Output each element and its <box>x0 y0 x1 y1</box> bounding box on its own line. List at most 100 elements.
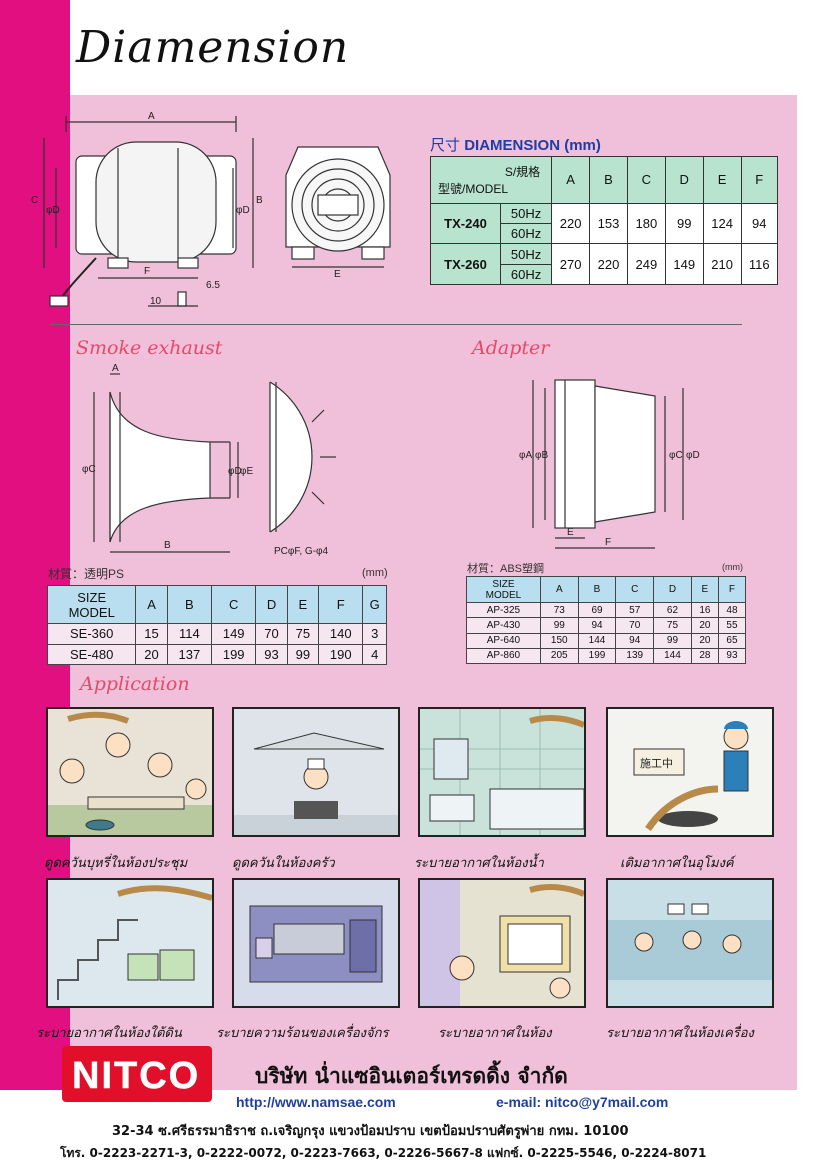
dimension-cell: 99 <box>664 202 704 245</box>
adapter-cell: 48 <box>717 601 747 619</box>
smoke-table: SIZE MODEL A B C D E F G SE-360 15 114 1… <box>46 585 387 665</box>
adapter-cell: 70 <box>615 617 655 634</box>
label-d: φD <box>46 205 60 216</box>
dimension-col-c: C <box>626 156 666 204</box>
smoke-col: D <box>255 585 288 624</box>
email-link[interactable]: e-mail: nitco@y7mail.com <box>496 1094 669 1110</box>
adapter-model: AP-325 <box>466 601 541 619</box>
adapter-cell: 199 <box>577 647 617 665</box>
adapter-label-f: F <box>605 537 611 548</box>
section-divider <box>50 324 742 325</box>
tunnel-illustration: 施工中 <box>633 721 749 832</box>
adapter-cell: 150 <box>539 632 579 649</box>
adapter-cell: 75 <box>653 617 692 634</box>
fan-side-view-drawing: A C φD φD B F 6.5 10 <box>31 111 263 307</box>
adapter-col: B <box>577 576 617 603</box>
table-row: AP-325 73 69 57 62 16 48 <box>466 601 747 619</box>
adapter-material: 材質：ABS塑鋼 <box>467 563 545 575</box>
dimension-hz-tx240-50: 50Hz <box>499 202 553 225</box>
adapter-cell: 144 <box>653 647 692 665</box>
adapter-header-size: SIZE <box>492 578 515 590</box>
smoke-label-c: φC <box>82 464 96 475</box>
illustration-meeting-room <box>46 707 214 837</box>
dimension-title-en: DIAMENSION (mm) <box>464 137 601 154</box>
smoke-col: C <box>211 585 257 624</box>
dimension-table: S/規格 型號/MODEL A B C D E F TX-240 50Hz 22… <box>429 156 779 286</box>
adapter-label-e: E <box>567 527 574 538</box>
table-row: SE-480 20 137 199 93 99 190 4 <box>46 643 387 665</box>
label-e: E <box>334 269 341 280</box>
smoke-label-b: B <box>164 540 171 551</box>
table-row: AP-430 99 94 70 75 20 55 <box>466 617 747 634</box>
adapter-model: AP-430 <box>466 617 541 634</box>
adapter-unit: (mm) <box>722 562 743 572</box>
adapter-cell: 99 <box>653 632 692 649</box>
dimension-cell: 94 <box>740 202 779 245</box>
dimension-cell: 149 <box>664 243 704 285</box>
dimension-hz-tx260-60: 60Hz <box>499 263 553 286</box>
dimension-header-size: S/規格 <box>504 164 541 179</box>
bathroom-illustration <box>420 709 584 835</box>
label-b: B <box>256 195 263 206</box>
adapter-label-d: φD <box>686 450 700 461</box>
smoke-cell: 20 <box>135 643 168 665</box>
smoke-exhaust-drawing: A φC φD φE B PCφF, G-φ4 <box>82 363 336 557</box>
logo-text: NITCO <box>72 1055 200 1097</box>
adapter-cell: 16 <box>690 601 719 619</box>
room-illustration <box>420 880 584 1006</box>
smoke-col: E <box>286 585 320 624</box>
label-f: F <box>144 266 150 277</box>
adapter-model: AP-860 <box>466 647 541 665</box>
label-a: A <box>148 111 155 122</box>
illustration-room <box>418 878 586 1008</box>
caption-basement: ระบายอากาศในห้องใต้ดิน <box>36 1026 182 1041</box>
dimension-cell: 249 <box>626 243 666 285</box>
illustration-machine <box>232 878 400 1008</box>
smoke-col: F <box>318 585 364 624</box>
dimension-cell: 124 <box>702 202 742 245</box>
adapter-col: A <box>539 576 579 603</box>
dimension-col-a: A <box>551 156 591 204</box>
kitchen-illustration <box>234 732 398 835</box>
caption-engine-room: ระบายอากาศในห้องเครื่อง <box>606 1026 754 1041</box>
label-10: 10 <box>150 296 162 307</box>
adapter-table: SIZE MODEL A B C D E F AP-325 73 69 57 6… <box>466 576 747 665</box>
caption-tunnel: เติมอากาศในอุโมงค์ <box>620 856 734 871</box>
website-link[interactable]: http://www.namsae.com <box>236 1094 396 1110</box>
dimension-col-b: B <box>589 156 628 204</box>
adapter-cell: 144 <box>577 632 617 649</box>
smoke-cell: 149 <box>211 623 257 645</box>
dimension-title-cn: 尺寸 <box>430 137 461 154</box>
smoke-header-model: MODEL <box>68 604 115 620</box>
adapter-header-model: MODEL <box>485 589 522 601</box>
meeting-room-illustration <box>48 711 212 835</box>
adapter-drawing: φA φB φC φD E F <box>519 379 700 549</box>
adapter-col: C <box>615 576 655 603</box>
adapter-cell: 57 <box>615 601 655 619</box>
illustration-bathroom <box>418 707 586 837</box>
company-address: 32-34 ซ.ศรีธรรมาธิราช ถ.เจริญกรุง แขวงป้… <box>112 1124 629 1139</box>
logo-wordmark: NITCO <box>72 1055 200 1098</box>
adapter-cell: 62 <box>653 601 692 619</box>
dimension-cell: 270 <box>551 243 591 285</box>
smoke-cell: 15 <box>135 623 168 645</box>
dimension-table-title: 尺寸 DIAMENSION (mm) <box>430 134 601 155</box>
dimension-hz-tx260-50: 50Hz <box>499 243 553 265</box>
smoke-cell: 190 <box>318 643 364 665</box>
smoke-cell: 114 <box>166 623 213 645</box>
dimension-header-model: 型號/MODEL <box>438 181 509 196</box>
construction-sign-text: 施工中 <box>640 757 673 770</box>
dimension-cell: 153 <box>589 202 628 245</box>
adapter-cell: 20 <box>690 632 719 649</box>
fan-front-view-drawing: E <box>285 146 391 280</box>
dimension-model-tx260: TX-260 <box>430 243 501 285</box>
table-row: AP-860 205 199 139 144 28 93 <box>466 647 747 665</box>
illustration-tunnel: 施工中 <box>606 707 774 837</box>
smoke-cell: 93 <box>255 643 288 665</box>
adapter-header: SIZE MODEL <box>466 576 541 603</box>
adapter-cell: 94 <box>577 617 617 634</box>
smoke-cell: 3 <box>362 623 387 645</box>
adapter-cell: 20 <box>690 617 719 634</box>
table-row: SE-360 15 114 149 70 75 140 3 <box>46 623 387 645</box>
